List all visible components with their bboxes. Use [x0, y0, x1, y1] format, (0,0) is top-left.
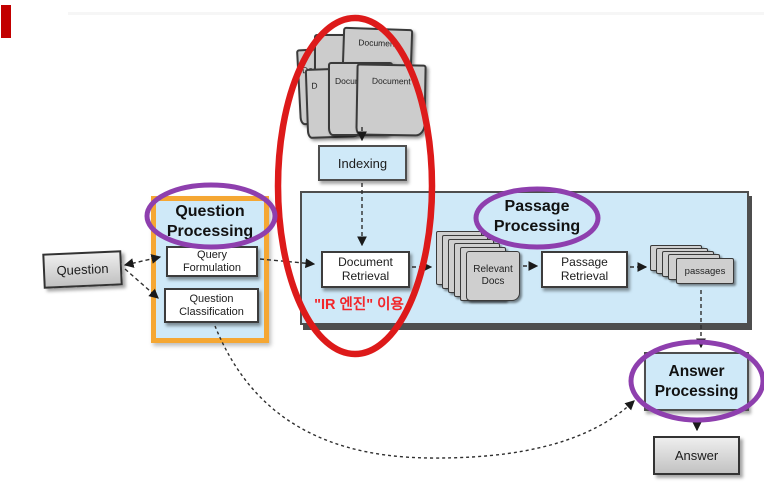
relevant-docs-label: Relevant Docs — [473, 264, 513, 287]
answer-box: Answer — [653, 436, 740, 475]
relevant-docs-front-doc: Relevant Docs — [466, 251, 520, 301]
indexing-box: Indexing — [318, 145, 407, 181]
document-label: Document — [358, 37, 398, 49]
passages-stack: passages — [650, 245, 738, 289]
slide-edge-line — [68, 12, 764, 15]
answer-processing-title: Answer Processing — [654, 363, 739, 400]
query-formulation-label: Query Formulation — [182, 248, 242, 274]
ir-engine-note: "IR 엔진" 이용 — [314, 297, 404, 313]
answer-processing-box: Answer Processing — [644, 352, 749, 411]
corner-red-marker — [1, 5, 11, 38]
indexing-label: Indexing — [337, 155, 388, 171]
query-formulation-box: Query Formulation — [166, 246, 258, 277]
passages-label: passages — [684, 265, 726, 277]
document-label: Document — [371, 75, 411, 87]
document-icon: Document — [355, 63, 427, 137]
question-classification-box: Question Classification — [164, 288, 259, 323]
question-processing-title: Question Processing — [166, 203, 254, 240]
passage-retrieval-box: Passage Retrieval — [541, 251, 628, 288]
passage-processing-title: Passage Processing — [493, 198, 581, 235]
relevant-docs-stack: Relevant Docs — [436, 231, 524, 303]
arrow-question-classification-to-answer-processing — [214, 325, 635, 459]
document-label: D — [311, 80, 318, 91]
answer-label: Answer — [674, 448, 719, 463]
document-retrieval-box: Document Retrieval — [321, 251, 410, 288]
question-classification-label: Question Classification — [179, 292, 244, 318]
question-box: Question — [42, 250, 123, 289]
document-retrieval-label: Document Retrieval — [338, 254, 393, 283]
passage-retrieval-label: Passage Retrieval — [560, 254, 609, 283]
question-label: Question — [56, 260, 109, 279]
passages-front-doc: passages — [676, 258, 734, 284]
document-collection-stack: Docu Document D Docum Document — [296, 26, 430, 139]
